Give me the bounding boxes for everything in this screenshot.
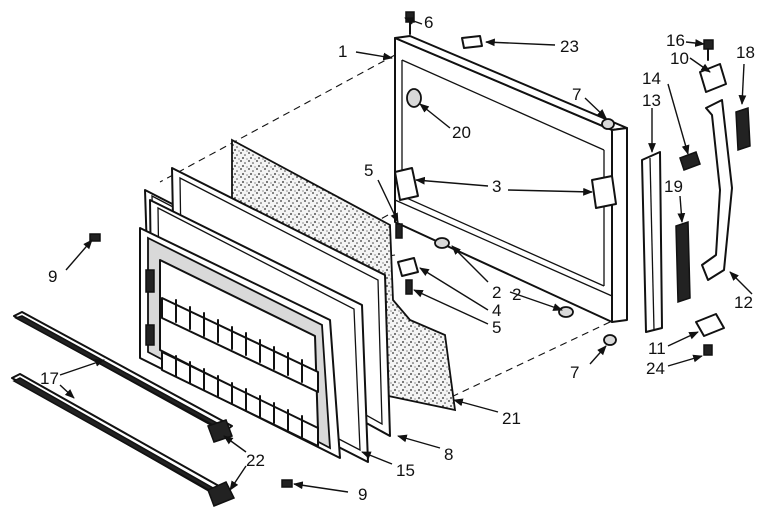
label-11: 11 [648,339,666,358]
label-22: 22 [246,451,265,470]
washer-2-upper [434,237,450,249]
label-9-upper: 9 [48,267,57,286]
label-2-lower: 2 [512,285,521,304]
label-15: 15 [396,461,415,480]
nameplate-23 [461,35,483,49]
label-2-upper: 2 [492,283,501,302]
screw-16 [703,39,714,50]
inner-door-liner [139,227,341,459]
screw-5-upper [395,223,403,239]
label-5-upper: 5 [364,161,373,180]
screw-24 [703,344,713,356]
bracket-3-left [394,167,419,201]
label-5-lower: 5 [492,318,501,337]
label-16: 16 [666,31,685,50]
handle-12 [701,99,733,281]
label-7-lower: 7 [570,363,579,382]
plug-20 [406,88,422,108]
door-hardware [89,11,617,488]
screw-9-lower [281,479,293,488]
shelf-ribs-upper [175,299,303,383]
spacer-14 [679,151,701,171]
label-12: 12 [734,293,753,312]
end-cap-18 [735,106,751,152]
handle-assembly [641,39,751,356]
bracket-3-right [591,175,617,209]
shelf-ribs-lower [175,355,303,438]
label-23: 23 [560,37,579,56]
part-labels: 1 6 23 20 7 3 5 2 4 5 2 7 21 8 15 9 9 17… [40,13,755,504]
stop-4 [397,257,419,277]
outer-door-panel [394,35,628,323]
washer-2-lower [558,306,574,318]
label-20: 20 [452,123,471,142]
label-1: 1 [338,42,347,61]
label-17: 17 [40,369,59,388]
label-10: 10 [670,49,689,68]
insert-19 [675,220,691,304]
label-8: 8 [444,445,453,464]
leader-lines [59,17,753,493]
label-7-upper: 7 [572,85,581,104]
label-24: 24 [646,359,665,378]
cap-7-upper [601,118,615,130]
end-cap-lower [207,481,236,507]
label-18: 18 [736,43,755,62]
label-19: 19 [664,177,683,196]
label-21: 21 [502,409,521,428]
label-13: 13 [642,91,661,110]
door-shelf-bars [11,311,236,507]
hinge-11 [695,313,725,337]
screw-9-upper [89,233,101,242]
cap-7-lower [603,334,617,346]
label-6: 6 [424,13,433,32]
label-3: 3 [492,177,501,196]
label-9-lower: 9 [358,485,367,504]
screw-5-lower [405,279,413,295]
label-14: 14 [642,69,661,88]
label-4: 4 [492,301,501,320]
